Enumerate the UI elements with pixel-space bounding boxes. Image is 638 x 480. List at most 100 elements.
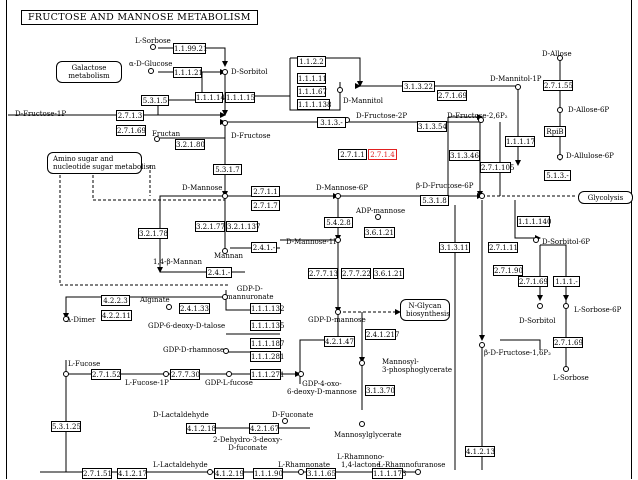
compound-gdp-4-oxo-6-deoxy-d-mannose[interactable]: GDP-4-oxo- 6-deoxy-D-mannose [287, 380, 357, 396]
compound-alpha-d-glucose[interactable]: α-D-Glucose [129, 60, 173, 68]
enzyme-1-1-1-135[interactable]: 1.1.1.135 [250, 320, 285, 331]
map-glycolysis[interactable]: Glycolysis [578, 191, 633, 204]
enzyme-2-7-7-30[interactable]: 2.7.7.30 [170, 369, 200, 380]
enzyme-1-1-1-21[interactable]: 1.1.1.21 [173, 67, 203, 78]
node-fructan[interactable] [154, 136, 160, 142]
enzyme-2-7-1-1-a[interactable]: 2.7.1.1 [338, 149, 367, 160]
enzyme-4-1-2-18[interactable]: 4.1.2.18 [186, 423, 216, 434]
node-d-allulose-6p[interactable] [557, 154, 563, 160]
node-gdp-d-rhamnose[interactable] [223, 348, 229, 354]
compound-d-mannose-1p[interactable]: D-Mannose-1P [286, 238, 338, 246]
enzyme-5-3-1-5[interactable]: 5.3.1.5 [141, 95, 169, 106]
enzyme-5-4-2-8[interactable]: 5.4.2.8 [324, 217, 353, 228]
enzyme-5-3-1-25[interactable]: 5.3.1.25 [51, 421, 81, 432]
enzyme-2-7-7-13[interactable]: 2.7.7.13 [308, 268, 338, 279]
compound-gdp-6-deoxy-d-talose[interactable]: GDP-6-deoxy-D-talose [148, 322, 226, 330]
enzyme-2-4-1-dash-b[interactable]: 2.4.1.- [206, 267, 232, 278]
compound-gdp-l-fucose[interactable]: GDP-L-fucose [205, 379, 253, 387]
compound-l-fucose[interactable]: L-Fucose [68, 360, 101, 368]
node-delta-dimer[interactable] [63, 316, 69, 322]
enzyme-1-1-1-17[interactable]: 1.1.1.17 [505, 136, 535, 147]
compound-d-sorbitol-right[interactable]: D-Sorbitol [519, 317, 556, 325]
compound-mannosylglycerate[interactable]: Mannosylglycerate [334, 431, 402, 439]
compound-1-4-beta-mannan[interactable]: 1,4-β-Mannan [153, 258, 202, 266]
node-beta-d-fructose-6p[interactable] [479, 193, 485, 199]
compound-gdp-d-rhamnose[interactable]: GDP-D-rhamnose [163, 346, 225, 354]
enzyme-2-4-1-217[interactable]: 2.4.1.217 [365, 329, 400, 340]
compound-d-mannose[interactable]: D-Mannose [182, 184, 223, 192]
enzyme-1-1-1-dash[interactable]: 1.1.1.- [553, 276, 580, 287]
map-amino-sugar-metabolism[interactable]: Amino sugar and nucleotide sugar metabol… [47, 152, 156, 174]
enzyme-1-1-1-14[interactable]: 1.1.1.14 [195, 92, 225, 103]
compound-d-sorbitol-6p[interactable]: D-Sorbitol-6P [542, 238, 590, 246]
compound-d-mannitol-1p[interactable]: D-Mannitol-1P [490, 75, 542, 83]
compound-d-fuconate[interactable]: D-Fuconate [272, 411, 314, 419]
enzyme-4-1-2-17[interactable]: 4.1.2.17 [117, 468, 147, 479]
compound-l-sorbose-6p[interactable]: L-Sorbose-6P [574, 306, 622, 314]
enzyme-4-1-2-13[interactable]: 4.1.2.13 [465, 446, 495, 457]
compound-d-fructose-2p[interactable]: D-Fructose-2P [356, 112, 408, 120]
enzyme-4-2-1-47[interactable]: 4.2.1.47 [324, 336, 355, 347]
compound-d-sorbitol[interactable]: D-Sorbitol [231, 68, 268, 76]
node-d-allose[interactable] [557, 55, 563, 61]
compound-d-allulose-6p[interactable]: D-Allulose-6P [566, 152, 614, 160]
enzyme-1-1-2-2[interactable]: 1.1.2.2 [297, 56, 326, 67]
enzyme-1-1-1-132[interactable]: 1.1.1.132 [250, 303, 285, 314]
node-mannan[interactable] [222, 248, 228, 254]
enzyme-2-7-1-51[interactable]: 2.7.1.51 [82, 468, 112, 479]
compound-mannan[interactable]: Mannan [214, 252, 244, 260]
enzyme-1-1-1-11[interactable]: 1.1.1.11 [297, 73, 327, 84]
compound-gdp-d-mannuronate[interactable]: GDP-D- mannuronate [226, 285, 274, 301]
enzyme-3-1-3-dash[interactable]: 3.1.3.- [317, 117, 346, 128]
compound-l-sorbose[interactable]: L-Sorbose [135, 37, 171, 45]
enzyme-rpib[interactable]: RpiB [544, 126, 566, 137]
node-gdp-d-mannose[interactable] [335, 309, 341, 315]
node-d-sorbitol-6p[interactable] [533, 237, 539, 243]
enzyme-2-7-1-69-d[interactable]: 2.7.1.69 [553, 337, 583, 348]
enzyme-2-7-1-90[interactable]: 2.7.1.90 [493, 265, 523, 276]
compound-d-allose[interactable]: D-Allose [542, 50, 572, 58]
node-d-sorbitol-right[interactable] [537, 303, 543, 309]
compound-beta-d-fructose-16p2[interactable]: β-D-Fructose-1,6P₂ [484, 349, 551, 357]
compound-beta-d-fructose-6p[interactable]: β-D-Fructose-6P [416, 182, 474, 190]
node-l-fucose-1p[interactable] [163, 371, 169, 377]
enzyme-3-2-1-78[interactable]: 3.2.1.78 [138, 228, 168, 239]
enzyme-3-2-1-80[interactable]: 3.2.1.80 [175, 139, 205, 150]
compound-fructan[interactable]: Fructan [152, 130, 181, 138]
compound-gdp-d-mannose[interactable]: GDP-D-mannose [308, 316, 366, 324]
node-d-sorbitol[interactable] [222, 69, 228, 75]
node-mannosyl-3pg[interactable] [359, 360, 365, 366]
enzyme-1-1-1-138[interactable]: 1.1.1.138 [297, 99, 332, 110]
node-beta-d-fructose-16p2[interactable] [479, 342, 485, 348]
compound-d-allose-6p[interactable]: D-Allose-6P [568, 106, 610, 114]
node-adp-mannose[interactable] [375, 214, 381, 220]
enzyme-2-4-1-dash-a[interactable]: 2.4.1.- [251, 242, 277, 253]
compound-d-lactaldehyde[interactable]: D-Lactaldehyde [153, 411, 209, 419]
enzyme-1-1-1-271[interactable]: 1.1.1.271 [250, 369, 285, 380]
enzyme-5-3-1-8[interactable]: 5.3.1.8 [420, 195, 449, 206]
enzyme-3-2-1-77[interactable]: 3.2.1.77 [195, 221, 225, 232]
compound-delta-dimer[interactable]: Δ-Dimer [66, 316, 96, 324]
compound-mannosyl-3-phosphoglycerate[interactable]: Mannosyl- 3-phosphoglycerate [382, 358, 453, 374]
node-d-mannose-6p[interactable] [335, 193, 341, 199]
node-d-allose-6p[interactable] [557, 107, 563, 113]
node-l-rhamnonate[interactable] [298, 469, 304, 475]
node-l-sorbose-6p[interactable] [563, 303, 569, 309]
enzyme-1-1-1-173[interactable]: 1.1.1.173 [372, 468, 407, 479]
map-n-glycan-biosynthesis[interactable]: N-Glycan biosynthesis [400, 299, 450, 321]
node-gdp-d-mannuronate[interactable] [222, 294, 228, 300]
enzyme-2-7-7-22[interactable]: 2.7.7.22 [341, 268, 371, 279]
compound-alginate[interactable]: Alginate [140, 296, 170, 304]
compound-2-dehydro-3-deoxy-d-fuconate[interactable]: 2-Dehydro-3-deoxy- D-fuconate [213, 436, 283, 452]
compound-l-fucose-1p[interactable]: L-Fucose-1P [125, 379, 169, 387]
enzyme-5-3-1-7[interactable]: 5.3.1.7 [213, 164, 242, 175]
enzyme-2-7-1-55[interactable]: 2.7.1.55 [543, 80, 573, 91]
node-l-sorbose[interactable] [150, 44, 156, 50]
node-d-mannose[interactable] [222, 193, 228, 199]
enzyme-1-1-1-281[interactable]: 1.1.1.281 [250, 351, 285, 362]
compound-d-mannose-6p[interactable]: D-Mannose-6P [316, 184, 368, 192]
enzyme-2-7-1-52[interactable]: 2.7.1.52 [91, 369, 121, 380]
enzyme-4-2-2-11[interactable]: 4.2.2.11 [101, 310, 132, 321]
enzyme-3-1-3-22[interactable]: 3.1.3.22 [402, 81, 435, 92]
node-d-mannitol[interactable] [337, 87, 343, 93]
